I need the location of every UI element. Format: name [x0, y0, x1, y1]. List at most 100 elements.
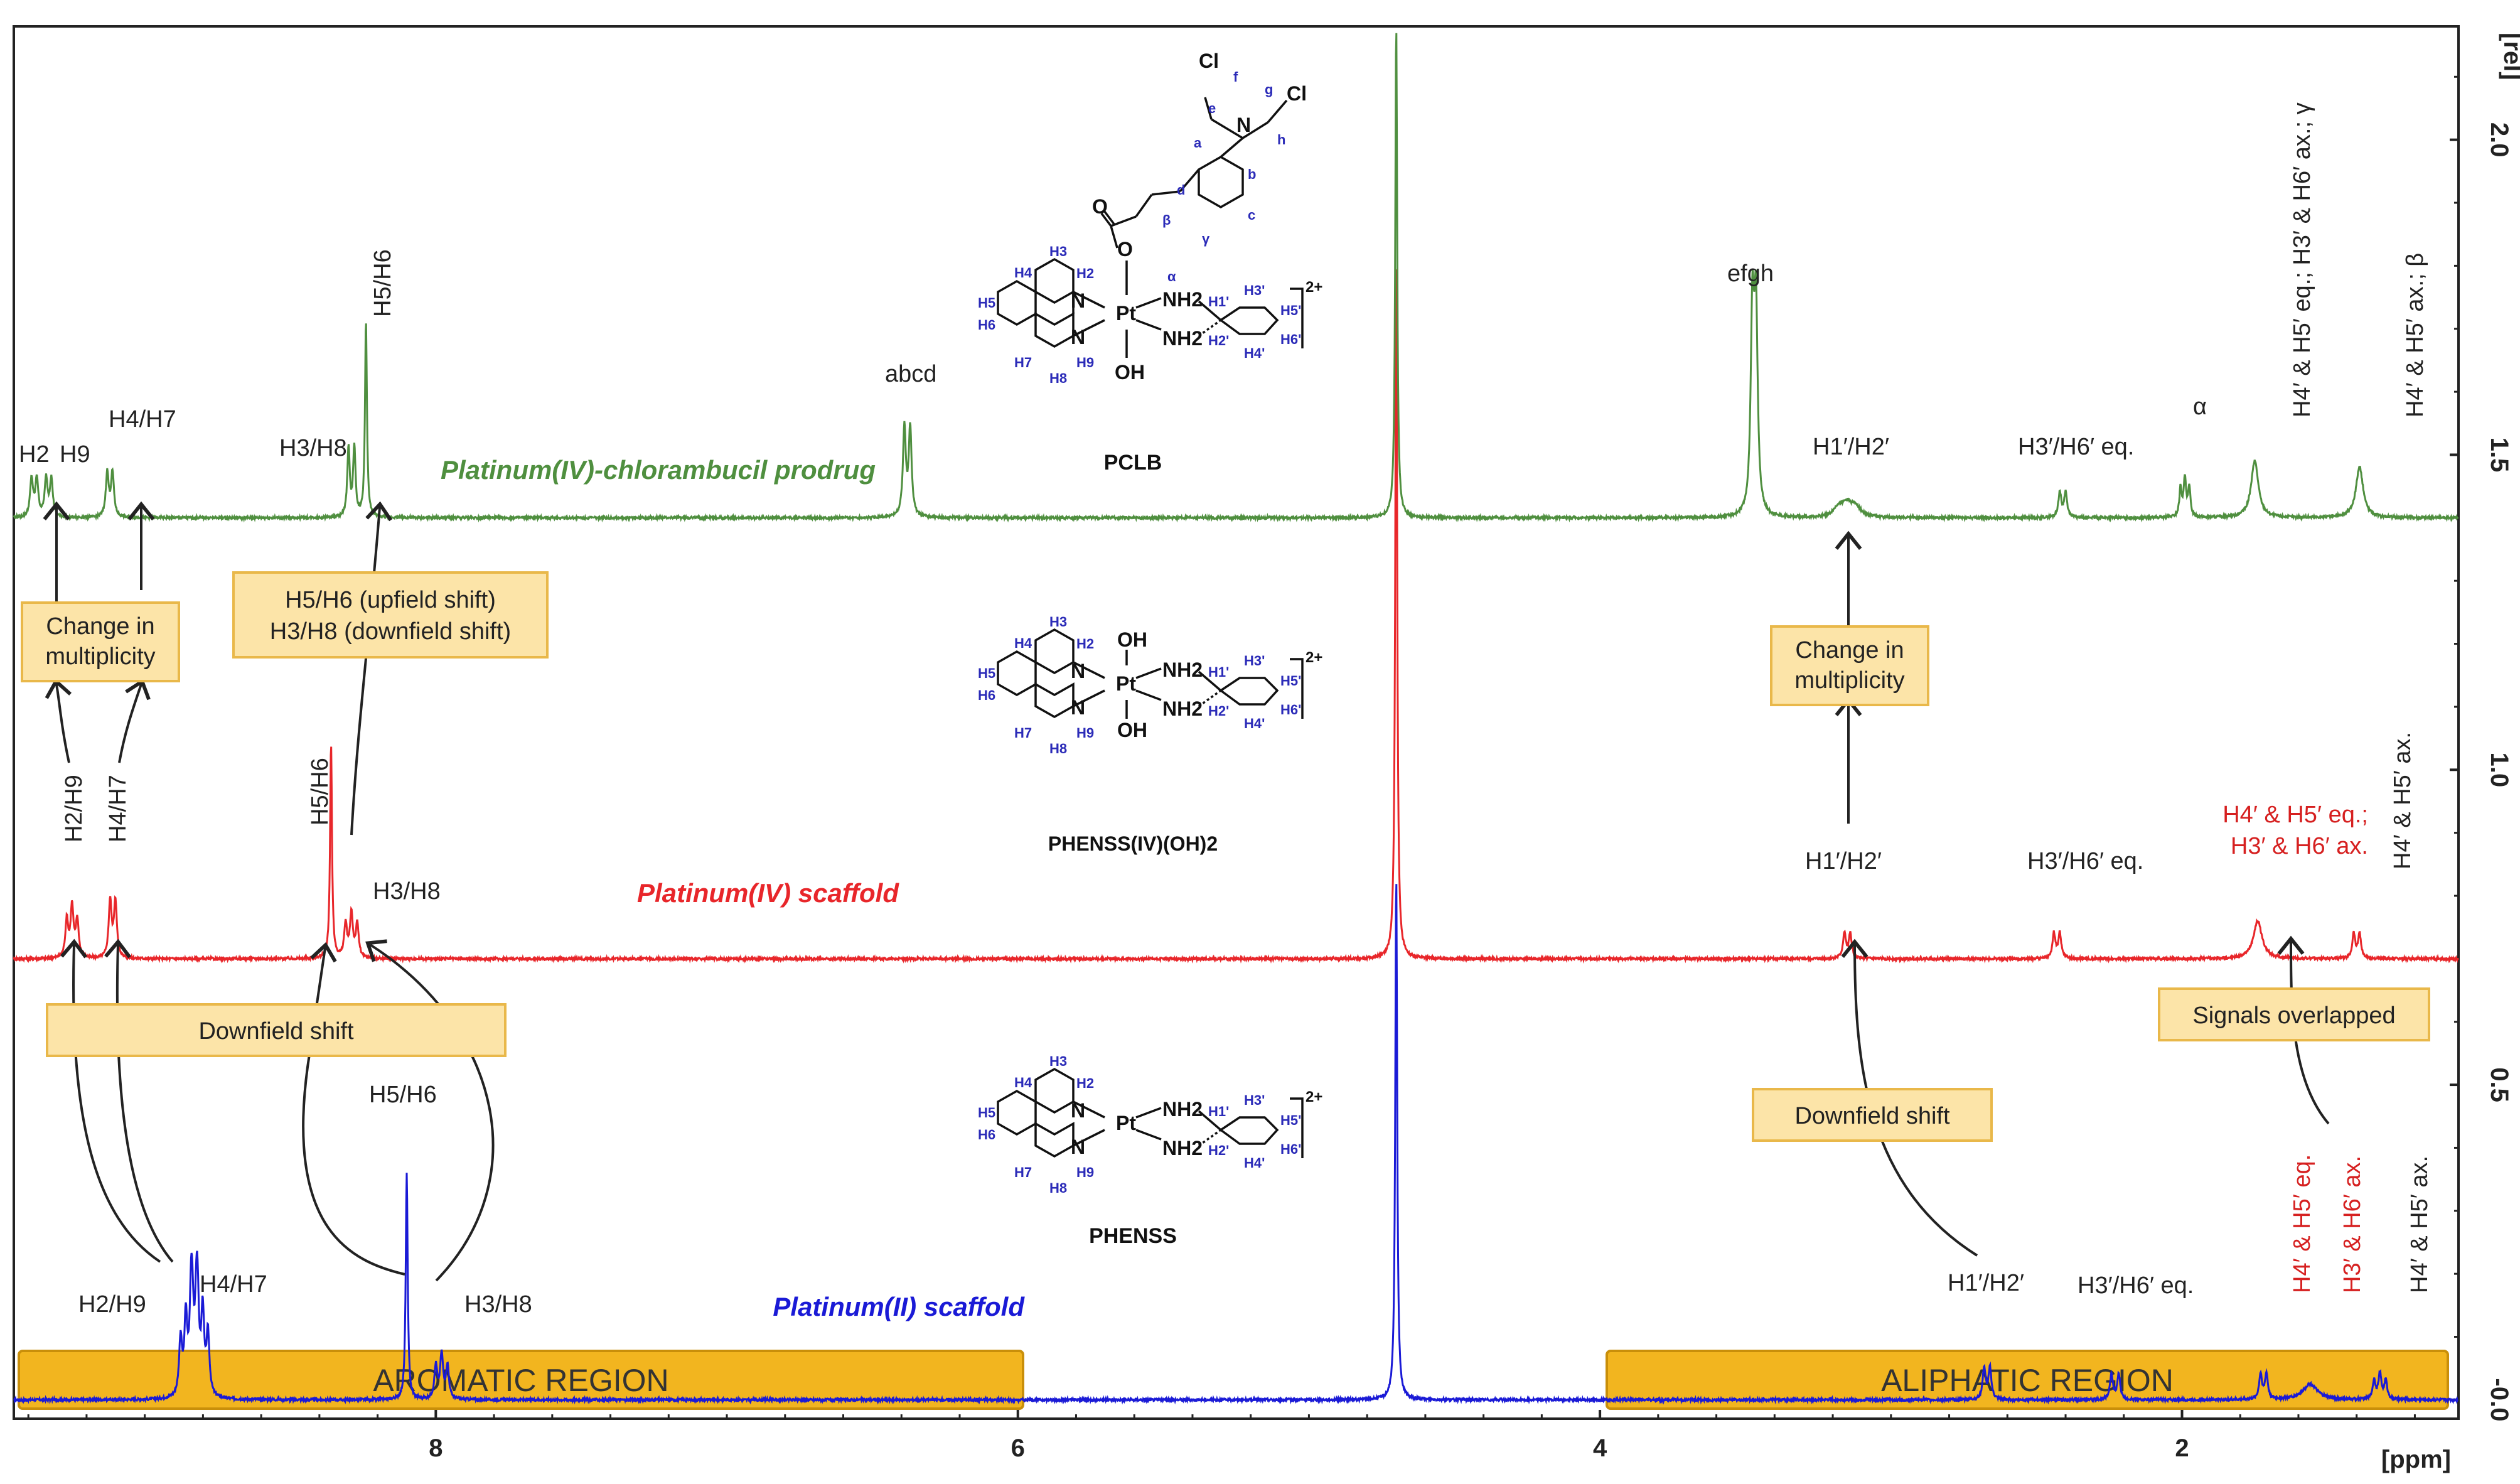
label-h5p: H5' [1280, 1112, 1301, 1128]
y-tick-label: 2.0 [2485, 122, 2513, 158]
peak-label-alpha: α [2193, 394, 2207, 420]
arrow-multiplicity-from-h4h7 [118, 679, 151, 763]
arrow-multiplicity-from-h2h9 [45, 678, 72, 763]
molecule-name-phenss: PHENSS [1089, 1224, 1177, 1248]
peak-label-h4h7: H4/H7 [105, 775, 131, 842]
peak-label-h4h5-ax: H4′ & H5′ ax. [2406, 1156, 2433, 1293]
label-b: b [1248, 166, 1256, 182]
peak-label-h3h8: H3/H8 [279, 435, 347, 461]
plot-frame [13, 25, 2460, 1420]
series-line [13, 269, 2459, 964]
x-tick-label: 4 [1593, 1434, 1607, 1462]
peak-label-h3h8: H3/H8 [373, 878, 441, 905]
arrow-shift-h5h6 [350, 501, 393, 836]
aromatic-region-band [18, 1350, 1024, 1410]
label-h4: H4 [1014, 1075, 1032, 1090]
label-h3p: H3' [1244, 1092, 1265, 1108]
label-h5: H5 [978, 665, 995, 681]
series-line [13, 33, 2459, 523]
label-h: h [1277, 132, 1285, 148]
callout-downfield-right: Downfield shift [1794, 1103, 1950, 1129]
peak-label-h5h6: H5/H6 [369, 1082, 437, 1108]
molecule-phenss-iv: N N Pt OH OH NH2 NH2 2+ H3 H2 H4 H5 H6 H… [978, 614, 1322, 855]
phenss-proton-labels: H3 H2 H4 H5 H6 H7 H8 H9 H1' H3' H5' H6' … [978, 1053, 1301, 1196]
label-h5: H5 [978, 295, 995, 311]
label-h3: H3 [1049, 1053, 1067, 1069]
label-h3p: H3' [1244, 282, 1265, 298]
series-label-pt-ii: Platinum(II) scaffold [773, 1292, 1025, 1321]
label-h3: H3 [1049, 244, 1067, 259]
peak-label-h3h6-ax: H3′ & H6′ ax. [2339, 1156, 2366, 1293]
pclb-bonds [997, 97, 1304, 358]
label-h8: H8 [1049, 741, 1067, 756]
label-h7: H7 [1014, 725, 1032, 741]
label-h9: H9 [1076, 355, 1094, 370]
atom-n-mustard: N [1236, 114, 1251, 136]
peak-label-h3h6: H3′/H6′ eq. [2027, 848, 2143, 874]
label-e: e [1208, 100, 1216, 116]
peak-label-h5h6: H5/H6 [307, 758, 333, 825]
aliphatic-region-band [1606, 1350, 2449, 1410]
label-h2: H2 [1076, 636, 1094, 652]
label-h5p: H5' [1280, 673, 1301, 689]
label-h7: H7 [1014, 1164, 1032, 1180]
callouts: Change in multiplicity H5/H6 (upfield sh… [21, 571, 2430, 1142]
aromatic-region-label: AROMATIC REGION [373, 1363, 668, 1398]
atom-oh-bottom: OH [1117, 719, 1147, 741]
molecule-name-pclb: PCLB [1104, 451, 1162, 475]
x-tick-label: 2 [2175, 1434, 2189, 1462]
atom-n2: N [1071, 696, 1085, 719]
peak-label-h2h9: H2/H9 [78, 1291, 146, 1318]
callout-multiplicity-left-1: Change in [46, 613, 154, 640]
label-h2p: H2' [1208, 333, 1229, 348]
label-h7: H7 [1014, 355, 1032, 370]
callout-downfield-left: Downfield shift [198, 1018, 354, 1045]
label-h6p: H6' [1280, 702, 1301, 718]
charge: 2+ [1306, 649, 1322, 666]
label-h4p: H4' [1244, 345, 1265, 361]
label-h2: H2 [1076, 1075, 1094, 1091]
peak-label-h5h6: H5/H6 [370, 249, 396, 317]
arrow-df-h5h6 [302, 942, 405, 1276]
series-label-pt-iv: Platinum(IV) scaffold [637, 878, 899, 908]
label-gamma: γ [1202, 231, 1210, 247]
callout-box-downfield-left [46, 1003, 507, 1057]
label-h4p: H4' [1244, 716, 1265, 731]
peak-label-h4h5-eq: H4′ & H5′ eq.; [2222, 802, 2368, 828]
peak-label-h9: H9 [60, 441, 90, 468]
series-label-prodrug: Platinum(IV)-chlorambucil prodrug [441, 455, 876, 485]
peak-label-h4h7: H4/H7 [200, 1271, 267, 1298]
peak-label-h4h5-ax: H4′ & H5′ ax.; β [2402, 253, 2428, 417]
callout-shift-1: H5/H6 (upfield shift) [285, 587, 496, 613]
peak-label-h1h2: H1′/H2′ [1948, 1270, 2024, 1296]
arrow-df-h3h8 [365, 939, 495, 1282]
atom-o-ester: O [1117, 238, 1133, 261]
atom-n1: N [1071, 289, 1085, 312]
callout-box-shift [232, 571, 549, 659]
y-tick-label: 0.5 [2485, 1067, 2513, 1102]
label-h9: H9 [1076, 1164, 1094, 1180]
peak-label-h2: H2 [19, 441, 50, 468]
peak-label-h1h2: H1′/H2′ [1813, 434, 1889, 460]
molecule-phenss: N N Pt NH2 NH2 2+ H3 H2 H4 H5 H6 H7 H8 H… [978, 1053, 1322, 1248]
atom-oh-top: OH [1117, 628, 1147, 651]
label-h3: H3 [1049, 614, 1067, 630]
atom-n2: N [1071, 326, 1085, 348]
label-h6: H6 [978, 317, 995, 333]
phenss-iv-proton-labels: H3 H2 H4 H5 H6 H7 H8 H9 H1' H3' H5' H6' … [978, 614, 1301, 756]
label-h4p: H4' [1244, 1155, 1265, 1171]
series-line [13, 884, 2459, 1405]
label-h2p: H2' [1208, 703, 1229, 719]
charge: 2+ [1306, 279, 1322, 296]
label-alpha: α [1167, 269, 1176, 284]
pclb-atoms: N N Pt OH O O NH2 NH2 N Cl Cl 2+ [1071, 50, 1322, 384]
arrow-df-h4h7 [104, 938, 174, 1263]
prodrug-peak-labels: H2 H9 H4/H7 H3/H8 H5/H6 abcd efgh H1′/H2… [19, 102, 2428, 468]
y-tick-label: -0.0 [2485, 1378, 2513, 1421]
label-beta: β [1162, 212, 1171, 228]
atom-pt: Pt [1116, 302, 1136, 325]
x-axis-unit: [ppm] [2381, 1446, 2451, 1473]
label-c: c [1248, 207, 1255, 223]
